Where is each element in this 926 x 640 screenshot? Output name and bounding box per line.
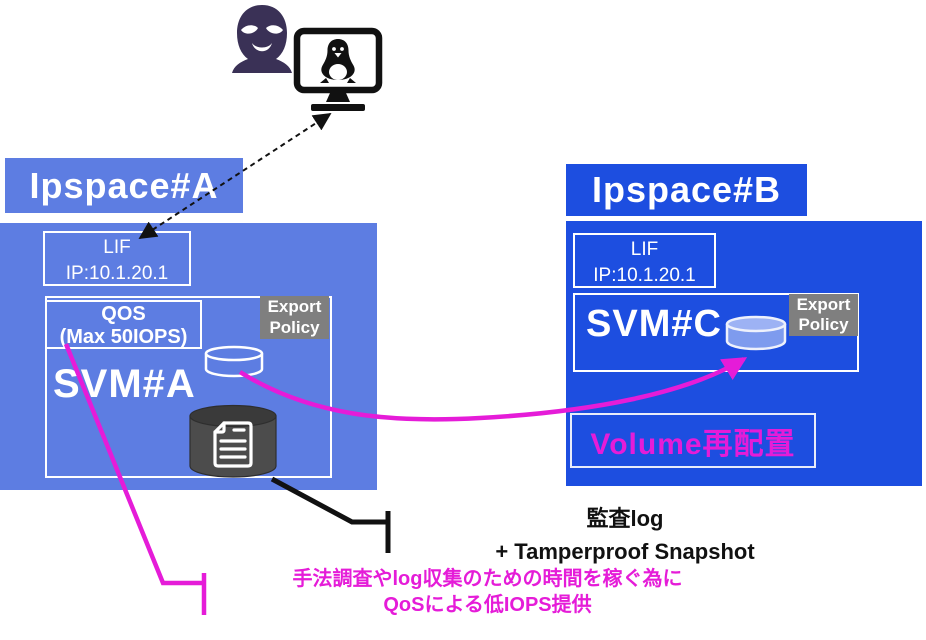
lif-a-box: LIF IP:10.1.20.1 [43, 231, 191, 286]
linux-monitor-icon [293, 27, 383, 111]
export-policy-a-badge: Export Policy [260, 296, 329, 339]
qos-box: QOS (Max 50IOPS) [45, 300, 202, 349]
svm-a-label: SVM#A [53, 362, 196, 406]
export-policy-b-line1: Export [796, 294, 851, 314]
audit-line1: 監査log [586, 506, 664, 531]
audit-log-storage-icon [189, 404, 277, 478]
document-icon [213, 421, 253, 468]
volume-a-cylinder-icon [204, 345, 264, 378]
export-policy-b-line2: Policy [798, 315, 849, 334]
lif-a-title: LIF [103, 237, 131, 258]
svm-c-label: SVM#C [586, 303, 722, 345]
volume-relocation-label: Volume再配置 [590, 427, 796, 461]
lif-b-title: LIF [630, 239, 659, 260]
export-policy-a-line2: Policy [269, 317, 320, 337]
ipspace-a-header: Ipspace#A [5, 158, 243, 213]
audit-line2: + Tamperproof Snapshot [495, 539, 755, 564]
qos-line1: QOS [101, 303, 146, 325]
export-policy-b-badge: Export Policy [789, 294, 858, 336]
ipspace-b-title: Ipspace#B [591, 169, 782, 210]
audit-log-annotation: 監査log + Tamperproof Snapshot [455, 502, 795, 568]
export-policy-a-line1: Export [267, 297, 322, 317]
lif-b-box: LIF IP:10.1.20.1 [573, 233, 716, 288]
lif-a-ip: IP:10.1.20.1 [65, 262, 169, 284]
qos-note-line1: 手法調査やlog収集のための時間を稼ぐ為に [292, 568, 683, 590]
ipspace-b-header: Ipspace#B [566, 164, 807, 216]
audit-leader-line [270, 476, 391, 553]
qos-purpose-annotation: 手法調査やlog収集のための時間を稼ぐ為に QoSによる低IOPS提供 [250, 566, 725, 619]
volume-relocation-box: Volume再配置 [570, 413, 816, 468]
qos-note-line2: QoSによる低IOPS提供 [383, 594, 592, 617]
qos-line2: (Max 50IOPS) [59, 326, 188, 348]
ipspace-a-title: Ipspace#A [29, 164, 219, 206]
lif-b-ip: IP:10.1.20.1 [593, 264, 696, 286]
ipspace-b-box [566, 221, 922, 486]
balaclava-hacker-icon [232, 5, 292, 73]
volume-c-cylinder-icon [725, 315, 787, 351]
tux-penguin-icon [320, 39, 356, 83]
